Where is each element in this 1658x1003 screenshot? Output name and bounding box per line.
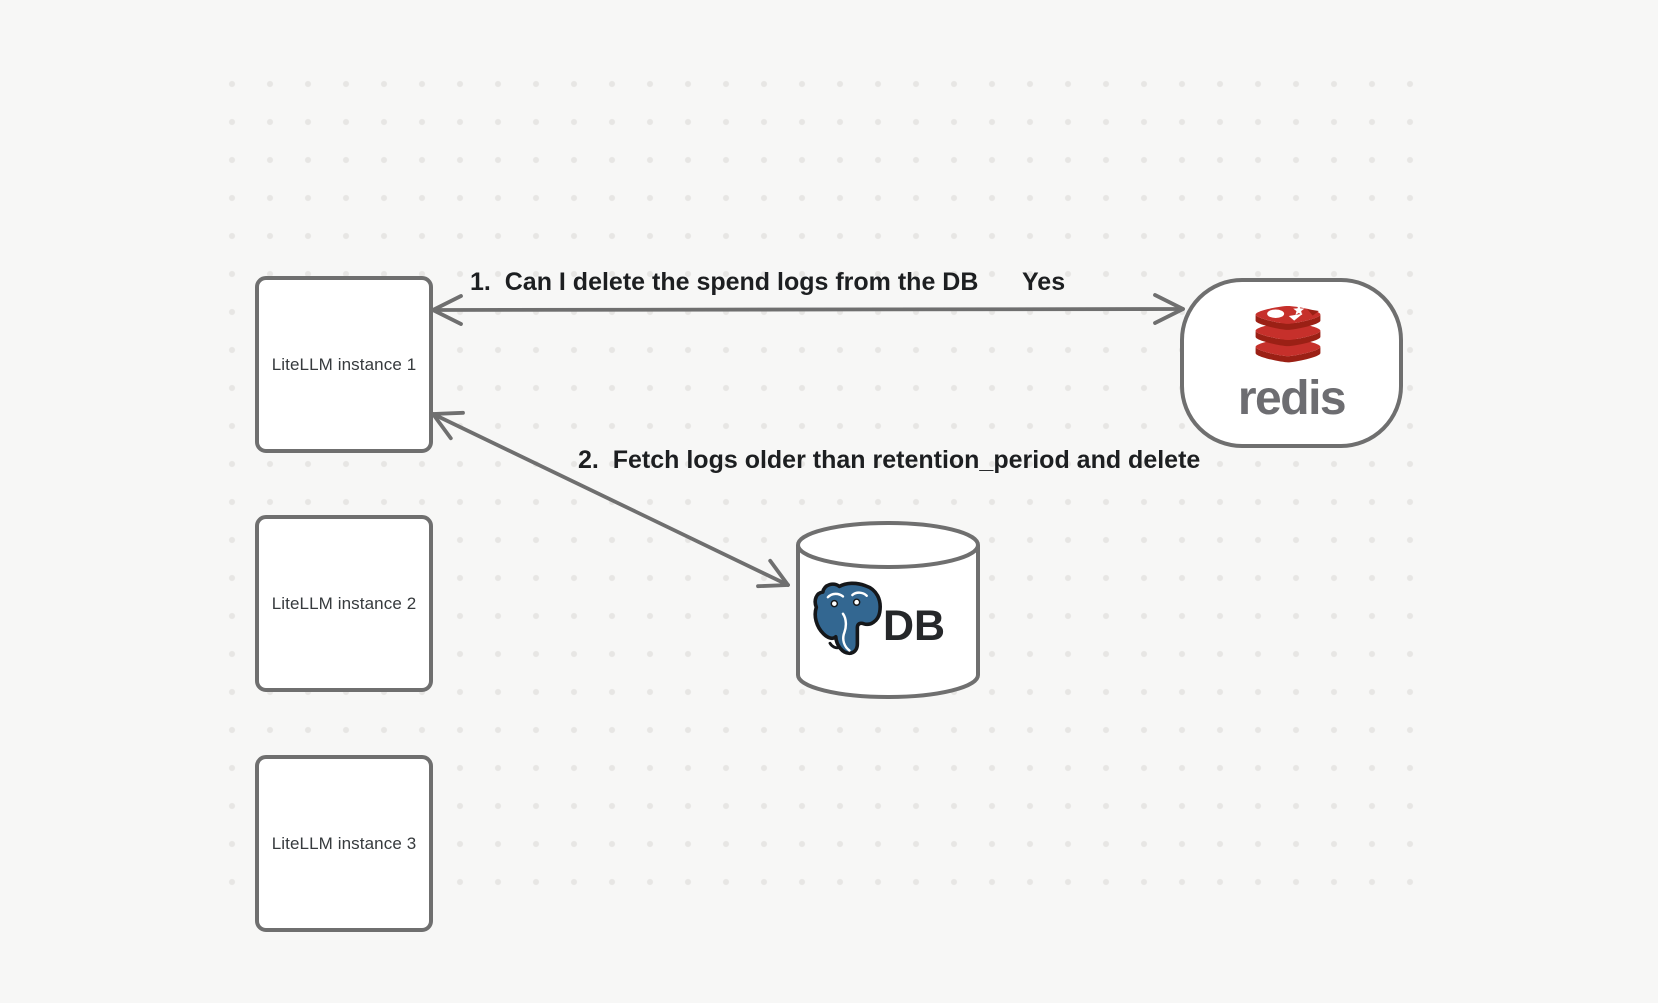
node-litellm-instance-3[interactable]: LiteLLM instance 3 xyxy=(255,755,433,932)
edge-label-redis-query[interactable]: 1. Can I delete the spend logs from the … xyxy=(470,268,979,296)
arrow-db-fetch[interactable] xyxy=(431,410,790,589)
edge-label-redis-response[interactable]: Yes xyxy=(1022,268,1066,296)
edge-label-db-fetch[interactable]: 2. Fetch logs older than retention_perio… xyxy=(578,446,1201,474)
litellm-instance-2-label: LiteLLM instance 2 xyxy=(271,593,417,613)
redis-logo-icon xyxy=(1255,306,1321,363)
redis-wordmark: redis xyxy=(1237,372,1347,425)
db-label: DB xyxy=(883,602,946,650)
litellm-instance-1-label: LiteLLM instance 1 xyxy=(271,354,417,374)
litellm-instance-3-label: LiteLLM instance 3 xyxy=(271,833,417,853)
arrow-redis-query[interactable] xyxy=(431,293,1185,326)
postgresql-elephant-icon xyxy=(813,581,882,656)
node-litellm-instance-2[interactable]: LiteLLM instance 2 xyxy=(255,515,433,692)
node-litellm-instance-1[interactable]: LiteLLM instance 1 xyxy=(255,276,433,453)
